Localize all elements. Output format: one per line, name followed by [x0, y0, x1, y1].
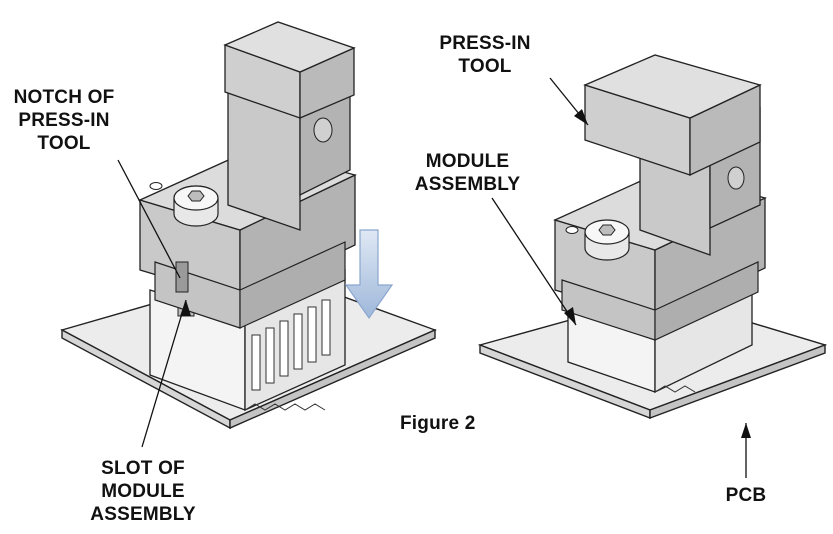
leader-module-assembly — [491, 197, 577, 326]
label-pcb: PCB — [716, 484, 776, 507]
right-press-in-tool — [553, 54, 767, 341]
label-line: PRESS-IN — [439, 33, 531, 54]
leader-pcb — [741, 423, 751, 478]
label-line: ASSEMBLY — [90, 504, 196, 525]
label-line: TOOL — [37, 133, 91, 154]
label-line: SLOT OF — [101, 458, 185, 479]
press-direction-arrow — [344, 229, 394, 320]
label-line: MODULE — [101, 481, 185, 502]
label-module-assembly: MODULE ASSEMBLY — [405, 150, 530, 196]
caption-text: Figure 2 — [400, 413, 476, 434]
label-press-in-tool: PRESS-IN TOOL — [430, 32, 540, 78]
label-line: PRESS-IN — [18, 110, 110, 131]
leader-press-in-tool — [549, 77, 589, 126]
label-line: TOOL — [458, 56, 512, 77]
left-press-in-tool — [138, 21, 357, 329]
leader-slot — [141, 299, 191, 448]
label-notch-of-press-in-tool: NOTCH OF PRESS-IN TOOL — [8, 86, 120, 155]
label-line: NOTCH OF — [13, 87, 115, 108]
label-line: PCB — [725, 485, 767, 506]
label-line: MODULE — [425, 151, 510, 172]
label-line: ASSEMBLY — [414, 174, 521, 195]
leader-notch — [117, 159, 181, 279]
label-slot-of-module-assembly: SLOT OF MODULE ASSEMBLY — [78, 457, 208, 526]
figure-caption: Figure 2 — [400, 412, 476, 435]
